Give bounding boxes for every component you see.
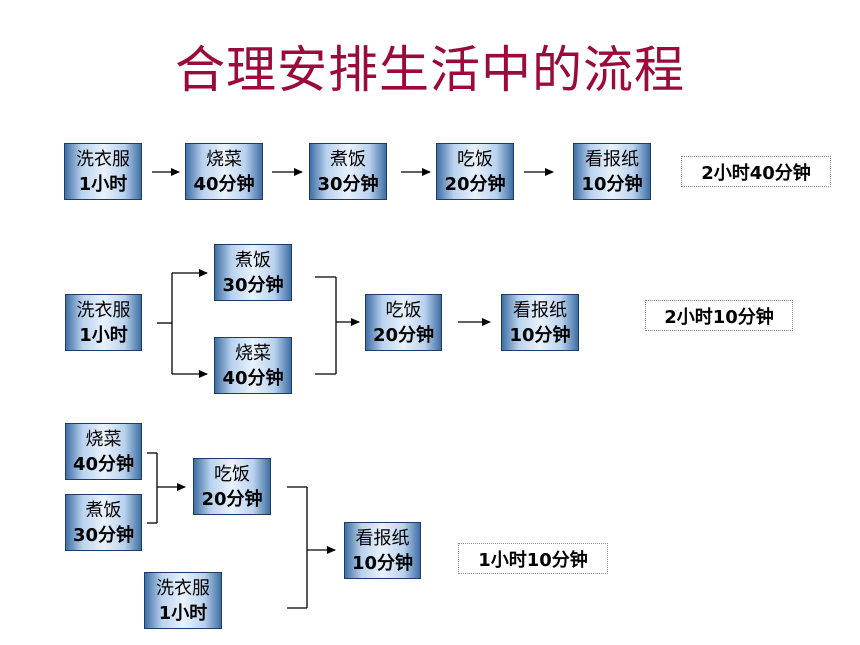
- step-duration: 10分钟: [351, 552, 414, 574]
- step-name: 烧菜: [85, 428, 122, 450]
- step-duration: 30分钟: [72, 524, 135, 546]
- step-name: 吃饭: [214, 463, 250, 485]
- step-name: 吃饭: [457, 148, 493, 170]
- step-box-cook-dish: 烧菜 40分钟: [65, 423, 142, 480]
- step-box-cook-rice: 煮饭 30分钟: [214, 244, 292, 301]
- step-duration: 20分钟: [201, 488, 263, 510]
- total-time-badge: 1小时10分钟: [458, 543, 608, 574]
- step-name: 烧菜: [206, 148, 242, 170]
- step-duration: 1小时: [158, 602, 208, 624]
- step-name: 看报纸: [513, 299, 567, 321]
- step-box-cook-rice: 煮饭 30分钟: [309, 143, 387, 200]
- step-name: 烧菜: [235, 342, 271, 364]
- step-box-wash-clothes: 洗衣服 1小时: [65, 294, 142, 351]
- step-duration: 10分钟: [581, 173, 643, 195]
- step-duration: 30分钟: [222, 274, 284, 296]
- step-duration: 20分钟: [372, 324, 435, 346]
- step-duration: 40分钟: [193, 173, 255, 195]
- step-box-cook-dish: 烧菜 40分钟: [185, 143, 263, 200]
- step-box-cook-rice: 煮饭 30分钟: [65, 494, 142, 551]
- step-name: 看报纸: [355, 527, 410, 549]
- step-box-read-newspaper: 看报纸 10分钟: [573, 143, 651, 200]
- step-duration: 40分钟: [222, 367, 284, 389]
- step-box-eat: 吃饭 20分钟: [365, 294, 442, 351]
- step-box-wash-clothes: 洗衣服 1小时: [64, 143, 142, 200]
- total-time-badge: 2小时10分钟: [645, 300, 793, 331]
- page-title: 合理安排生活中的流程: [175, 41, 685, 99]
- step-duration: 10分钟: [509, 324, 571, 346]
- step-name: 洗衣服: [76, 148, 130, 170]
- step-box-read-newspaper: 看报纸 10分钟: [501, 294, 579, 351]
- step-box-cook-dish: 烧菜 40分钟: [214, 337, 292, 394]
- step-box-read-newspaper: 看报纸 10分钟: [344, 522, 421, 579]
- step-name: 吃饭: [385, 299, 422, 321]
- step-name: 煮饭: [85, 499, 122, 521]
- step-duration: 30分钟: [317, 173, 379, 195]
- step-name: 洗衣服: [156, 577, 210, 599]
- step-duration: 1小时: [78, 173, 128, 195]
- step-name: 看报纸: [585, 148, 639, 170]
- step-name: 洗衣服: [76, 299, 131, 321]
- step-box-eat: 吃饭 20分钟: [436, 143, 514, 200]
- step-duration: 20分钟: [444, 173, 506, 195]
- step-box-wash-clothes: 洗衣服 1小时: [144, 572, 222, 629]
- step-box-eat: 吃饭 20分钟: [193, 458, 271, 515]
- total-time-badge: 2小时40分钟: [681, 156, 831, 187]
- step-name: 煮饭: [330, 148, 366, 170]
- step-duration: 40分钟: [72, 453, 135, 475]
- step-duration: 1小时: [79, 324, 128, 346]
- step-name: 煮饭: [235, 249, 271, 271]
